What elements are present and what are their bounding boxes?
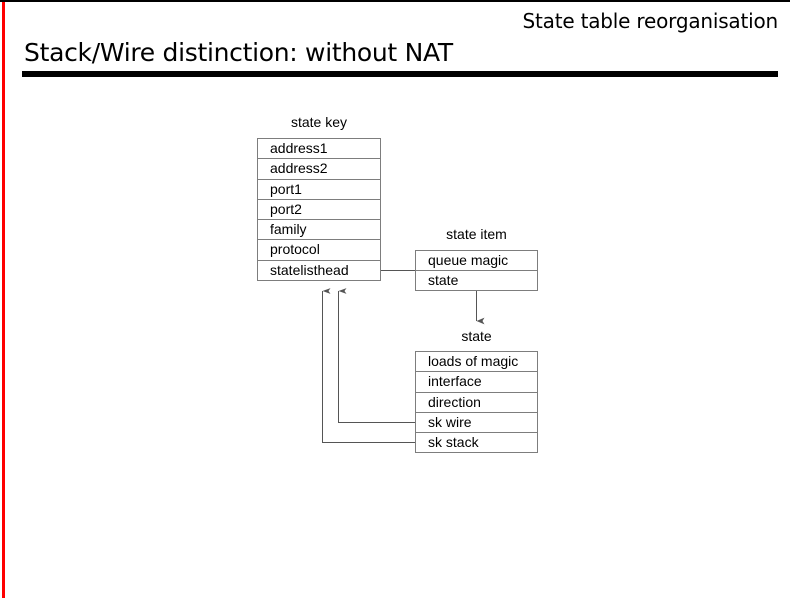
state-field-interface: interface [416,372,537,393]
state-field-direction: direction [416,393,537,413]
state-key-field-port1: port1 [258,180,380,200]
state-key-field-protocol: protocol [258,240,380,261]
page-title: Stack/Wire distinction: without NAT [24,38,453,67]
slide-subtitle: State table reorganisation [522,9,779,33]
title-underline-rule [22,71,778,77]
state-item-field-queue-magic: queue magic [416,251,537,272]
state-key-caption: state key [290,114,348,130]
state-item-field-state: state [428,272,459,289]
state-field-sk-wire: sk wire [416,413,537,434]
state-key-box: address1 address2 port1 port2 family pro… [257,138,381,281]
state-key-field-port2: port2 [258,200,380,221]
state-field-loads-of-magic: loads of magic [416,352,537,373]
connector-sk-stack-to-state-key [322,288,415,443]
state-key-field-family: family [258,220,380,241]
state-item-box: queue magic state [415,250,538,291]
state-caption: state [461,328,492,344]
state-field-sk-stack: sk stack [428,434,479,451]
slide-top-border [0,0,790,2]
slide-left-accent-bar [2,2,5,598]
state-key-field-address1: address1 [258,139,380,160]
connector-sk-wire-to-state-key [338,288,415,423]
state-item-caption: state item [446,226,507,242]
state-key-field-address2: address2 [258,159,380,180]
state-box: loads of magic interface direction sk wi… [415,351,538,453]
state-key-field-statelisthead: statelisthead [270,261,349,278]
